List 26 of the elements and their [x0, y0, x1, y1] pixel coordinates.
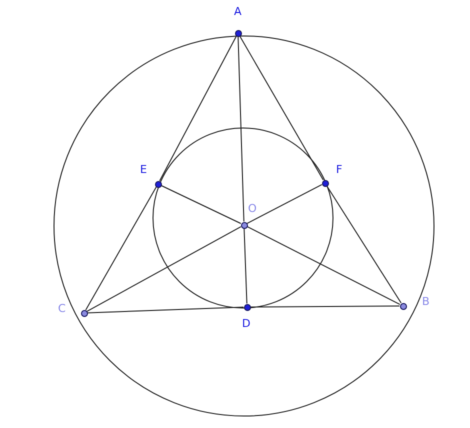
- point-label: D: [242, 317, 250, 330]
- point-label: A: [234, 5, 242, 18]
- line-segment: [85, 186, 157, 310]
- point-marker: [80, 310, 88, 316]
- line-segment: [160, 185, 242, 224]
- point-marker: [400, 302, 406, 310]
- point-marker: [244, 304, 250, 310]
- line-segment: [244, 228, 248, 304]
- line-segment: [239, 36, 324, 180]
- line-segment: [87, 306, 244, 314]
- point-label: C: [58, 302, 66, 315]
- line-segment: [246, 226, 400, 305]
- line-segment: [250, 306, 400, 308]
- point-marker: [240, 222, 248, 228]
- point-marker: [234, 30, 242, 36]
- point-marker: [154, 180, 162, 188]
- line-segment: [159, 36, 237, 182]
- line-segment: [326, 185, 402, 304]
- point-label: B: [422, 295, 430, 308]
- line-segment: [246, 184, 322, 224]
- line-segment: [238, 36, 244, 222]
- line-segment: [86, 226, 242, 312]
- point-label: E: [140, 163, 147, 176]
- point-label: F: [336, 163, 342, 176]
- point-marker: [322, 180, 328, 186]
- point-label: O: [248, 202, 257, 215]
